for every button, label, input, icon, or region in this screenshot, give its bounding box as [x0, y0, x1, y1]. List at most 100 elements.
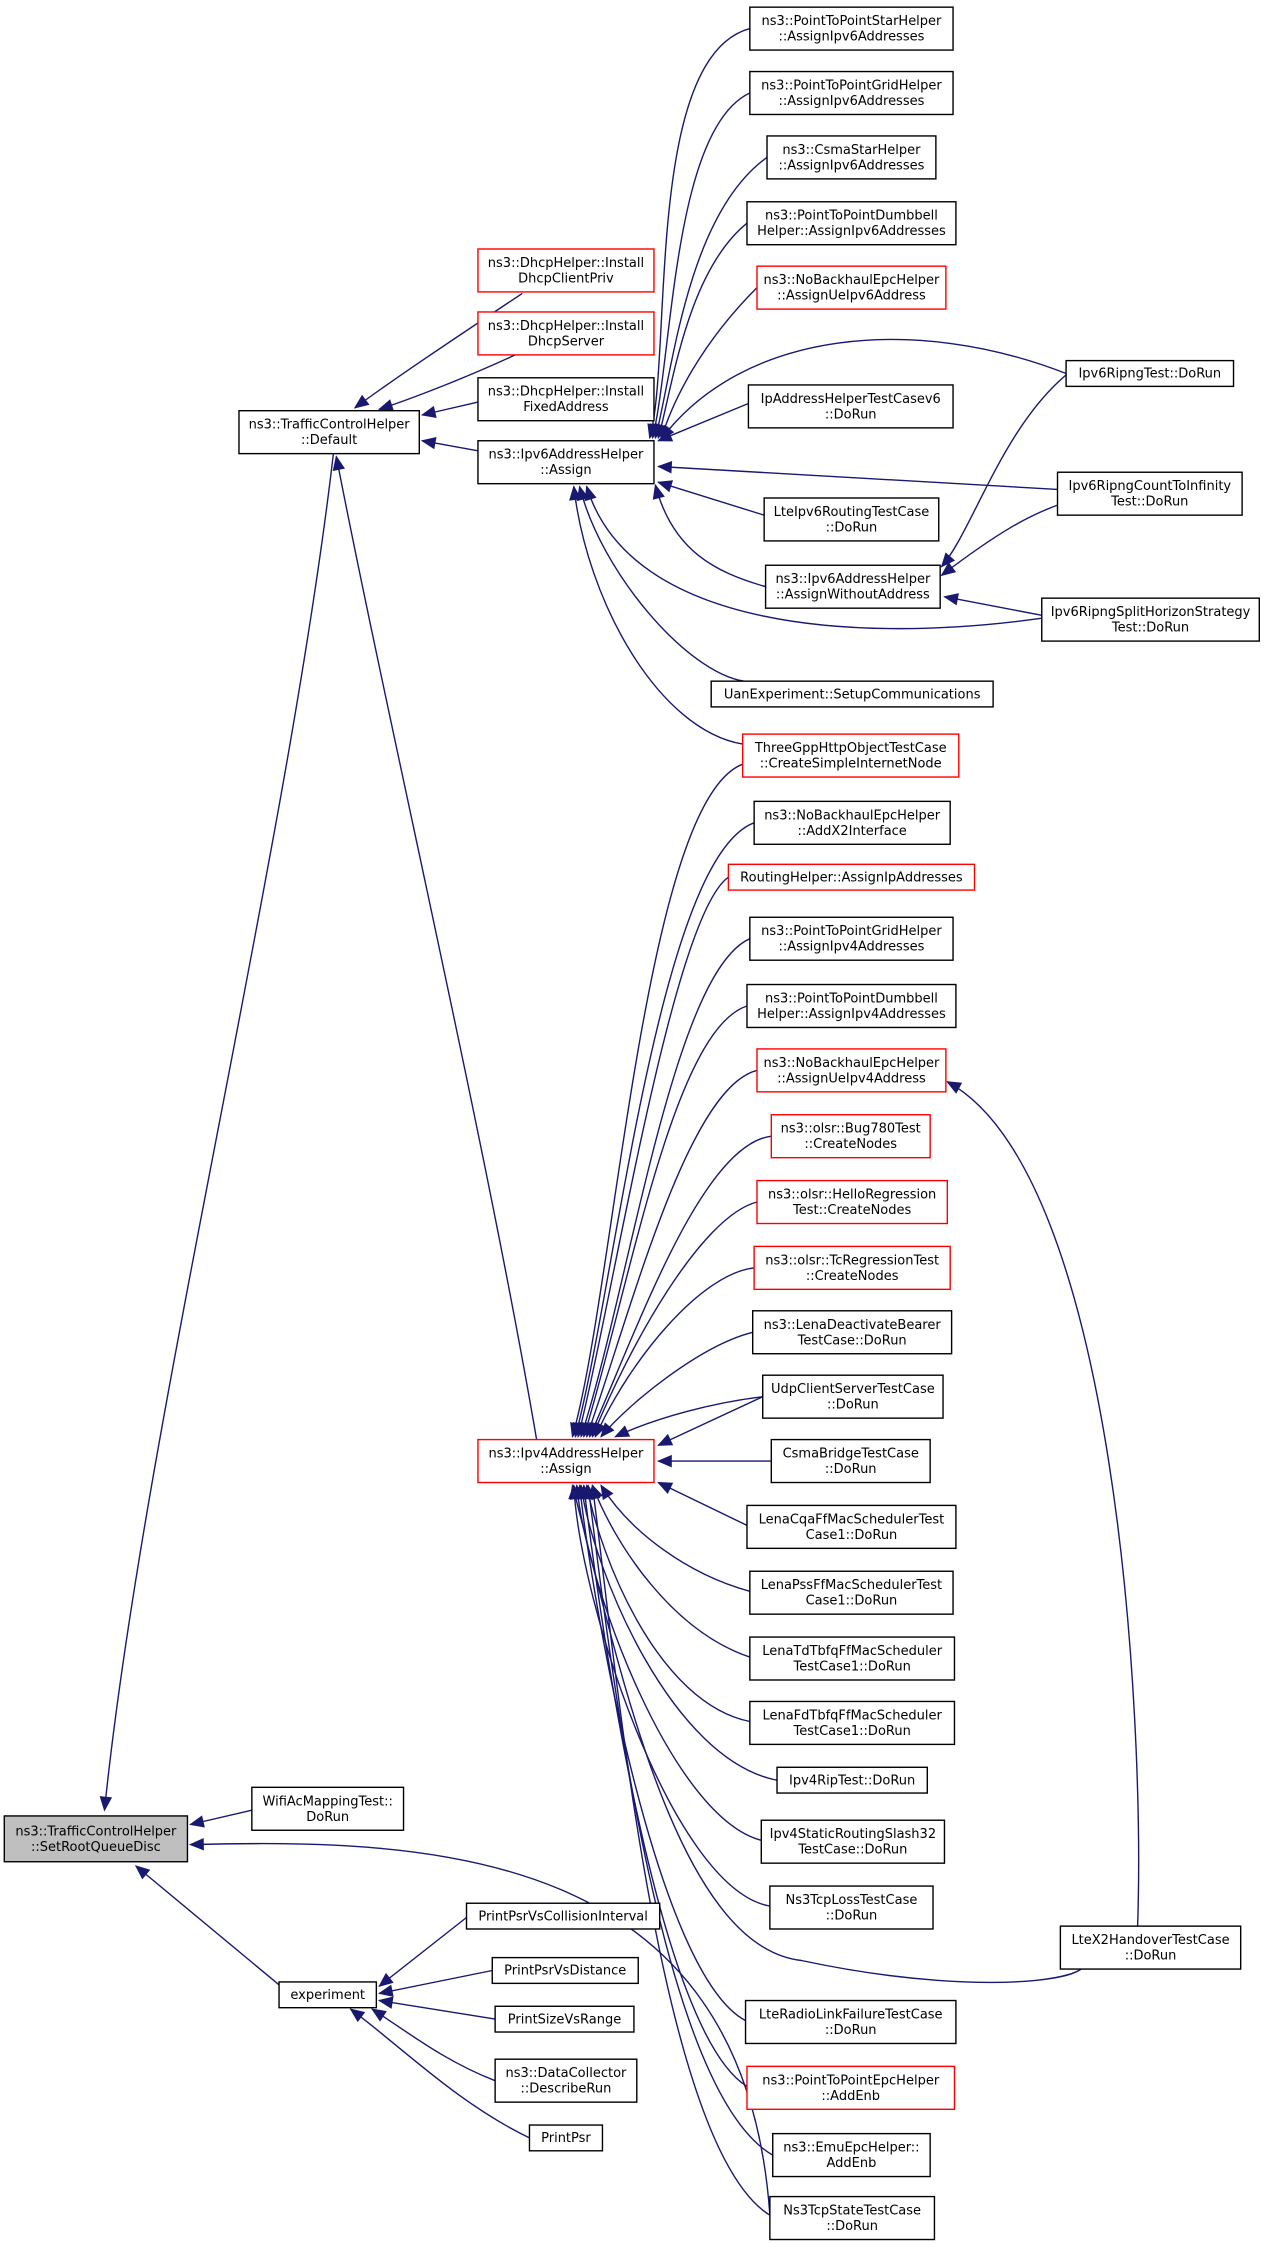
node-ripng-test[interactable]: Ipv6RipngTest::DoRun	[1065, 359, 1235, 388]
call-edge	[580, 938, 751, 1437]
node-ipv6-assign-without[interactable]: ns3::Ipv6AddressHelper::AssignWithoutAdd…	[764, 564, 941, 609]
arrowhead	[940, 562, 957, 577]
node-label: ns3::Ipv6AddressHelper	[489, 448, 645, 463]
node-label: ::AssignUeIpv4Address	[777, 1071, 926, 1086]
node-label: ns3::olsr::HelloRegression	[768, 1188, 936, 1203]
call-edge	[379, 1969, 493, 1995]
call-edge	[591, 1201, 758, 1437]
node-ipaddr-test-v6[interactable]: IpAddressHelperTestCasev6::DoRun	[747, 384, 954, 429]
call-edge	[586, 1069, 758, 1437]
node-olsr-hello[interactable]: ns3::olsr::HelloRegressionTest::CreateNo…	[756, 1179, 949, 1225]
node-ltex2[interactable]: LteX2HandoverTestCase::DoRun	[1059, 1925, 1242, 1970]
node-box	[727, 863, 976, 891]
arrowhead	[652, 483, 665, 500]
node-label: IpAddressHelperTestCasev6	[761, 392, 941, 407]
node-p2pgrid-v6[interactable]: ns3::PointToPointGridHelper::AssignIpv6A…	[749, 70, 954, 116]
call-edge	[583, 1005, 748, 1437]
node-label: TestCase::DoRun	[797, 1333, 907, 1348]
node-routing-helper[interactable]: RoutingHelper::AssignIpAddresses	[727, 863, 976, 891]
node-psr-collision[interactable]: PrintPsrVsCollisionInterval	[465, 1902, 661, 1930]
node-label: Helper::AssignIpv4Addresses	[757, 1007, 946, 1022]
node-ipv6-assign[interactable]: ns3::Ipv6AddressHelper::Assign	[477, 440, 655, 485]
call-edge	[600, 1331, 753, 1438]
node-root[interactable]: ns3::TrafficControlHelper::SetRootQueueD…	[3, 1815, 189, 1863]
call-edge	[586, 1485, 750, 1723]
node-csmastar-v6[interactable]: ns3::CsmaStarHelper::AssignIpv6Addresses	[766, 135, 937, 180]
node-box	[760, 1819, 946, 1864]
node-label: Ipv6RipngTest::DoRun	[1078, 367, 1221, 382]
call-edge	[946, 1081, 1140, 1927]
nodes-layer: ns3::TrafficControlHelper::SetRootQueueD…	[3, 6, 1260, 2241]
node-label: ::AssignUeIpv6Address	[777, 289, 926, 304]
node-ns3tcp-loss[interactable]: Ns3TcpLossTestCase::DoRun	[769, 1885, 934, 1930]
node-datacollector[interactable]: ns3::DataCollector::DescribeRun	[494, 2058, 638, 2103]
node-udp-cs[interactable]: UdpClientServerTestCase::DoRun	[762, 1374, 944, 1419]
node-label: FixedAddress	[523, 400, 609, 415]
node-p2pstar-v6[interactable]: ns3::PointToPointStarHelper::AssignIpv6A…	[749, 6, 954, 51]
call-edge	[190, 1842, 771, 2216]
node-uan-setup[interactable]: UanExperiment::SetupCommunications	[710, 680, 994, 708]
node-psr-distance[interactable]: PrintPsrVsDistance	[491, 1956, 639, 1985]
call-edge	[658, 481, 765, 516]
node-p2p-epc[interactable]: ns3::PointToPointEpcHelper::AddEnb	[746, 2065, 956, 2110]
node-p2pgrid-v4[interactable]: ns3::PointToPointGridHelper::AssignIpv4A…	[749, 916, 954, 961]
call-edge	[573, 1485, 771, 1907]
node-nobackhaul-x2[interactable]: ns3::NoBackhaulEpcHelper::AddX2Interface	[753, 800, 951, 845]
node-csma-bridge[interactable]: CsmaBridgeTestCase::DoRun	[770, 1438, 931, 1484]
call-edge	[651, 92, 751, 439]
node-size-range[interactable]: PrintSizeVsRange	[494, 2005, 635, 2033]
node-nobackhaul-v6[interactable]: ns3::NoBackhaulEpcHelper::AssignUeIpv6Ad…	[756, 265, 947, 310]
node-ipv4-assign[interactable]: ns3::Ipv4AddressHelper::Assign	[477, 1438, 655, 1484]
call-edge	[600, 1485, 750, 1592]
node-lte-ipv6-routing[interactable]: LteIpv6RoutingTestCase::DoRun	[763, 497, 940, 542]
node-box	[752, 1310, 953, 1355]
node-experiment[interactable]: experiment	[278, 1981, 378, 2009]
node-box	[746, 983, 957, 1029]
node-label: Test::CreateNodes	[792, 1203, 911, 1218]
node-threegpp[interactable]: ThreeGppHttpObjectTestCase::CreateSimple…	[741, 733, 960, 778]
node-lte-rlf[interactable]: LteRadioLinkFailureTestCase::DoRun	[744, 1999, 957, 2045]
node-label: ::Assign	[540, 463, 591, 478]
node-nobackhaul-v4[interactable]: ns3::NoBackhaulEpcHelper::AssignUeIpv4Ad…	[756, 1048, 947, 1093]
node-wifiac[interactable]: WifiAcMappingTest::DoRun	[251, 1786, 405, 1831]
node-olsr-bug780[interactable]: ns3::olsr::Bug780Test::CreateNodes	[770, 1114, 931, 1159]
call-edge	[941, 374, 1067, 568]
node-box	[762, 1374, 944, 1419]
node-tch-default[interactable]: ns3::TrafficControlHelper::Default	[238, 409, 420, 455]
node-p2pdumb-v6[interactable]: ns3::PointToPointDumbbellHelper::AssignI…	[746, 201, 957, 246]
node-printpsr[interactable]: PrintPsr	[528, 2124, 604, 2152]
node-emu-epc[interactable]: ns3::EmuEpcHelper::AddEnb	[772, 2132, 931, 2178]
node-ipv4-rip[interactable]: Ipv4RipTest::DoRun	[776, 1766, 928, 1794]
node-p2pdumb-v4[interactable]: ns3::PointToPointDumbbellHelper::AssignI…	[746, 983, 957, 1029]
node-ns3tcp-state[interactable]: Ns3TcpStateTestCase::DoRun	[769, 2195, 936, 2241]
node-label: ::CreateNodes	[806, 1269, 899, 1284]
node-label: ::Default	[301, 433, 357, 448]
node-label: ::AddEnb	[821, 2089, 880, 2104]
call-edge	[657, 1481, 748, 1527]
call-edge	[571, 1485, 1086, 1984]
node-box	[477, 1438, 655, 1484]
arrowhead	[189, 1815, 205, 1828]
node-label: Case1::DoRun	[806, 1594, 898, 1609]
node-label: Ipv6RipngCountToInfinity	[1068, 479, 1231, 494]
node-box	[749, 1570, 954, 1615]
node-olsr-tc[interactable]: ns3::olsr::TcRegressionTest::CreateNodes	[753, 1245, 951, 1291]
node-label: ::CreateSimpleInternetNode	[760, 757, 942, 772]
call-edge	[660, 338, 1067, 440]
arrowhead	[353, 394, 370, 409]
node-label: Ipv4RipTest::DoRun	[789, 1773, 915, 1788]
node-label: ns3::CsmaStarHelper	[782, 143, 921, 158]
node-label: UdpClientServerTestCase	[771, 1382, 935, 1397]
